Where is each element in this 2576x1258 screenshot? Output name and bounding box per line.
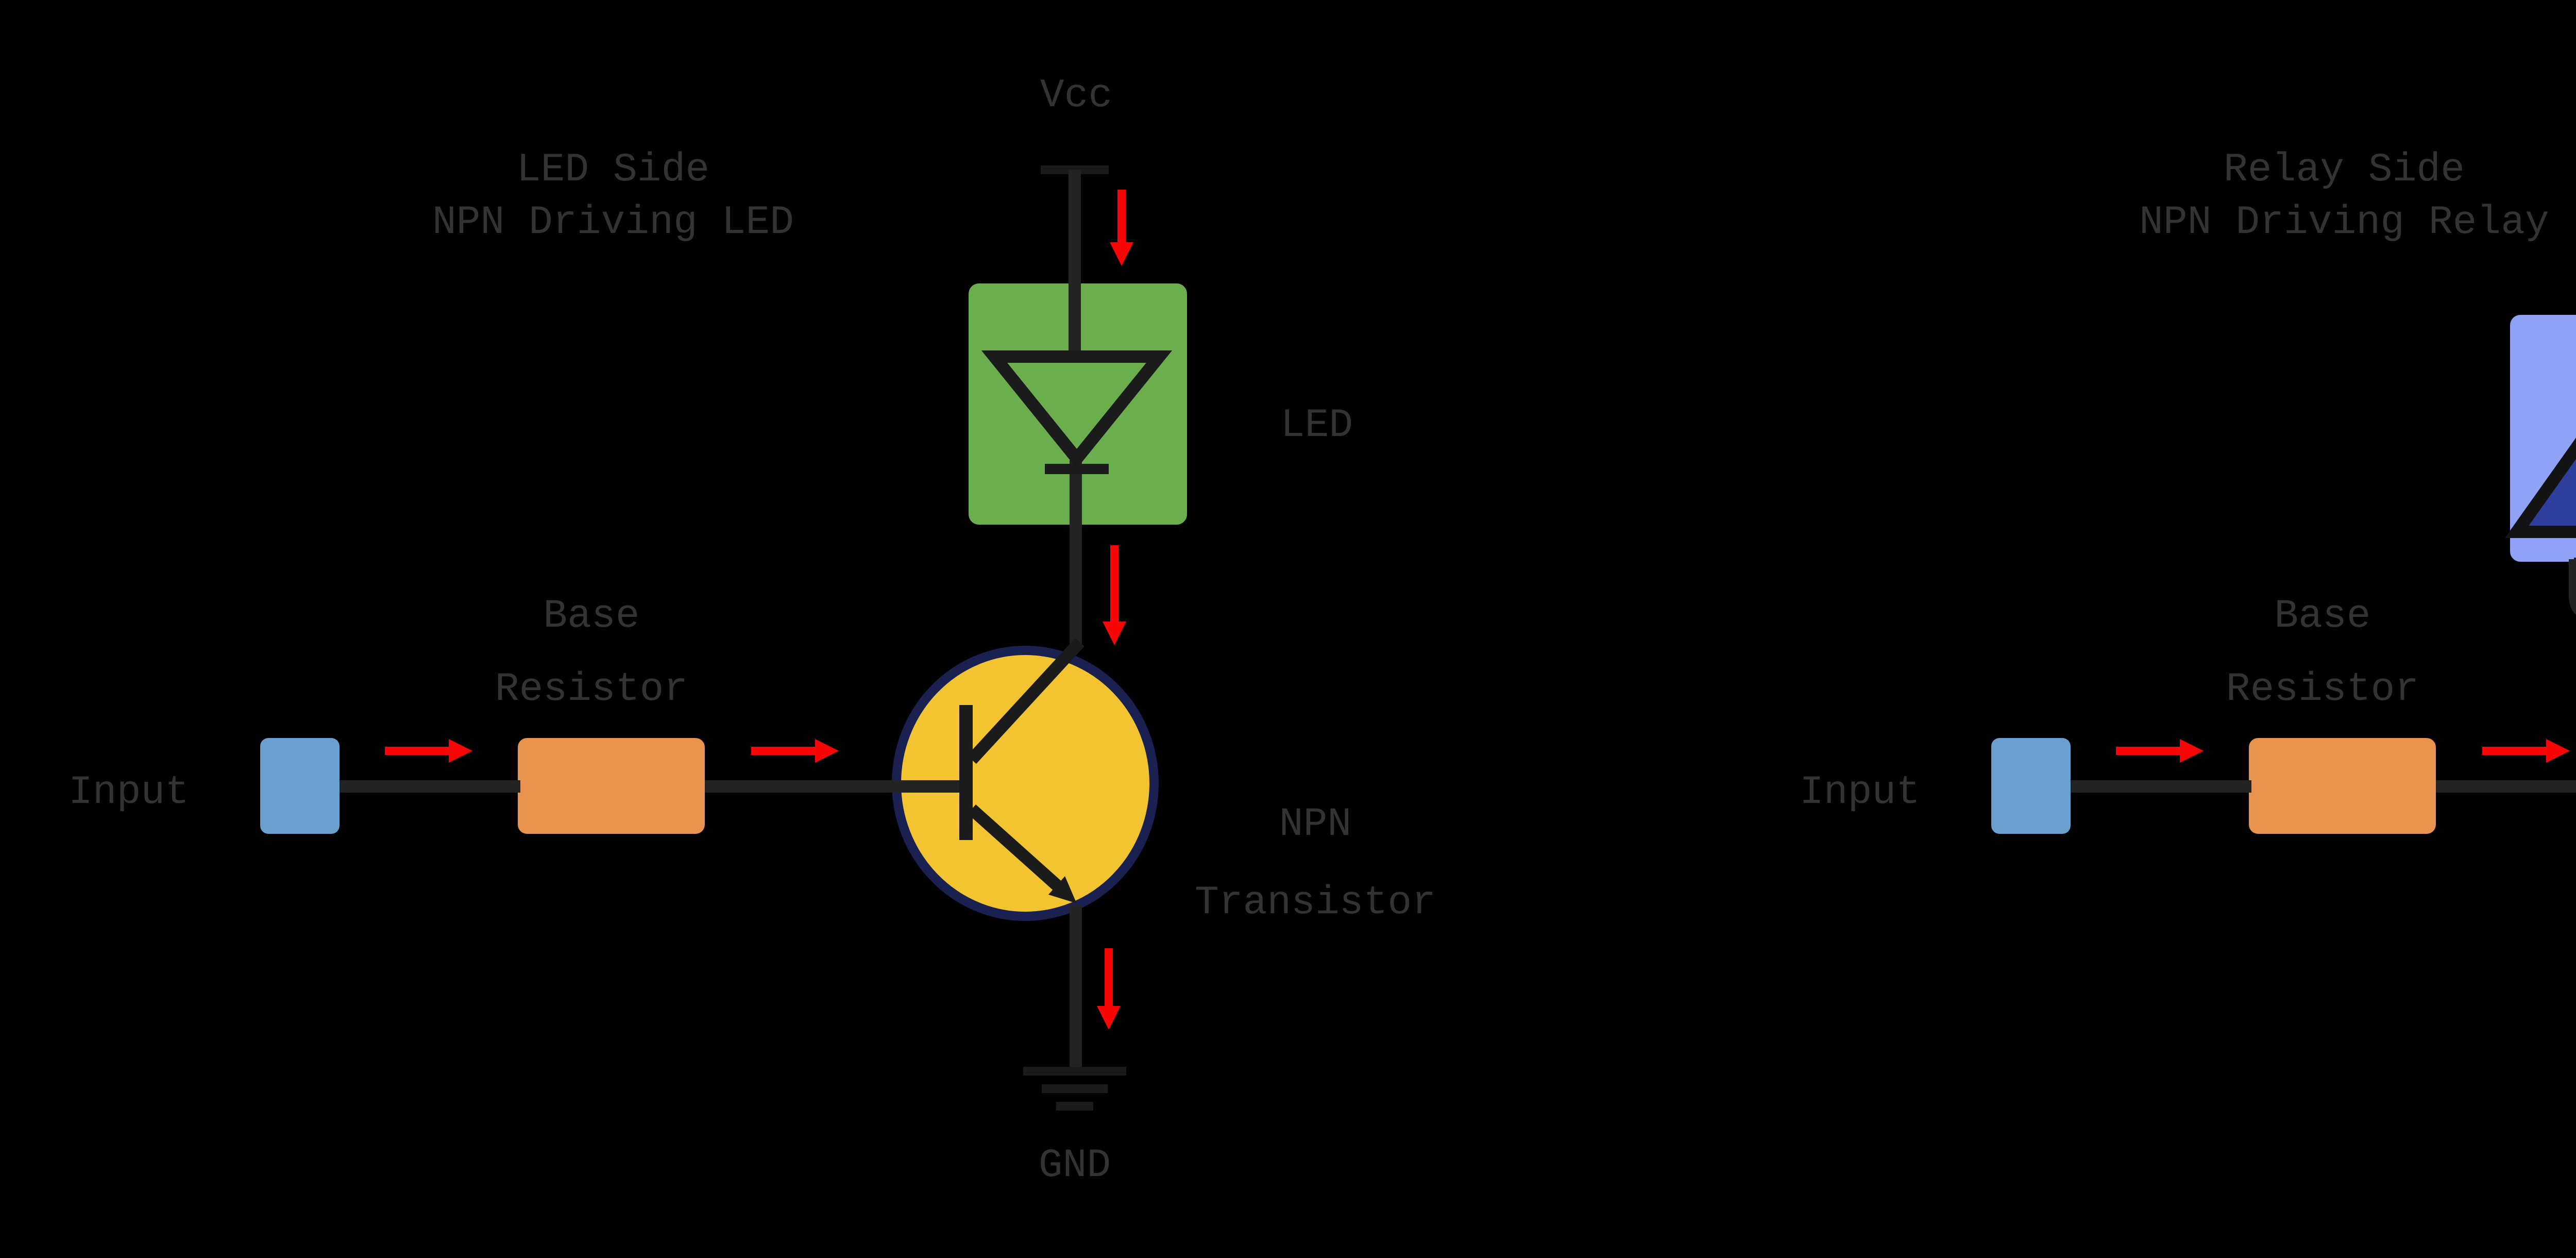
led-box <box>969 283 1187 525</box>
gnd-bar3-left <box>1056 1102 1093 1111</box>
base-resistor-label-left-line2: Resistor <box>495 667 688 712</box>
current-arrow-led-to-collector-icon <box>1103 545 1126 645</box>
current-arrow-emitter-down-icon <box>1097 948 1121 1030</box>
gnd-bar2-left <box>1042 1084 1108 1093</box>
base-resistor-label-right-line1: Base <box>2274 594 2370 639</box>
input-label-left: Input <box>69 770 189 815</box>
base-bar-left <box>959 705 973 840</box>
vcc-label: Vcc <box>1040 73 1112 119</box>
led-label: LED <box>1281 403 1353 448</box>
flyback-diode-symbol <box>2504 438 2576 538</box>
base-resistor-box-left <box>518 738 705 834</box>
led-side-title-line1: LED Side <box>517 147 709 193</box>
emitter-arrowhead-left <box>1048 876 1077 903</box>
current-arrow-input-right2-icon <box>2116 739 2204 763</box>
transistor-label-left-line2: Transistor <box>1195 880 1436 926</box>
current-arrow-input-right-icon <box>385 739 472 763</box>
gnd-bar1-left <box>1023 1067 1126 1076</box>
led-circuit: LED Side NPN Driving LED Vcc LED GND Inp… <box>69 73 1436 1188</box>
current-arrow-base-right-icon <box>751 739 839 763</box>
input-label-right: Input <box>1800 770 1920 815</box>
current-arrow-vcc-down-icon <box>1110 190 1133 266</box>
base-resistor-box-right <box>2249 738 2436 834</box>
led-side-title-line2: NPN Driving LED <box>432 200 794 245</box>
current-arrow-base-right2-icon <box>2482 739 2570 763</box>
led-diode-symbol <box>981 350 1173 469</box>
led-cathode-bar <box>1045 464 1109 474</box>
relay-side-title-line1: Relay Side <box>2224 147 2465 193</box>
base-resistor-label-left-line1: Base <box>543 594 639 639</box>
input-pad-left <box>260 738 340 834</box>
relay-circuit: Relay Side NPN Driving Relay S <box>1800 147 2576 834</box>
base-resistor-label-right-line2: Resistor <box>2226 667 2419 712</box>
transistor-label-left-line1: NPN <box>1279 802 1351 847</box>
emitter-line-left <box>968 804 1063 892</box>
vcc-rail-bar <box>1041 165 1109 174</box>
input-pad-right <box>1991 738 2071 834</box>
gnd-label-left: GND <box>1039 1143 1111 1188</box>
collector-line-left <box>967 638 1084 764</box>
relay-side-title-line2: NPN Driving Relay <box>2139 200 2549 245</box>
